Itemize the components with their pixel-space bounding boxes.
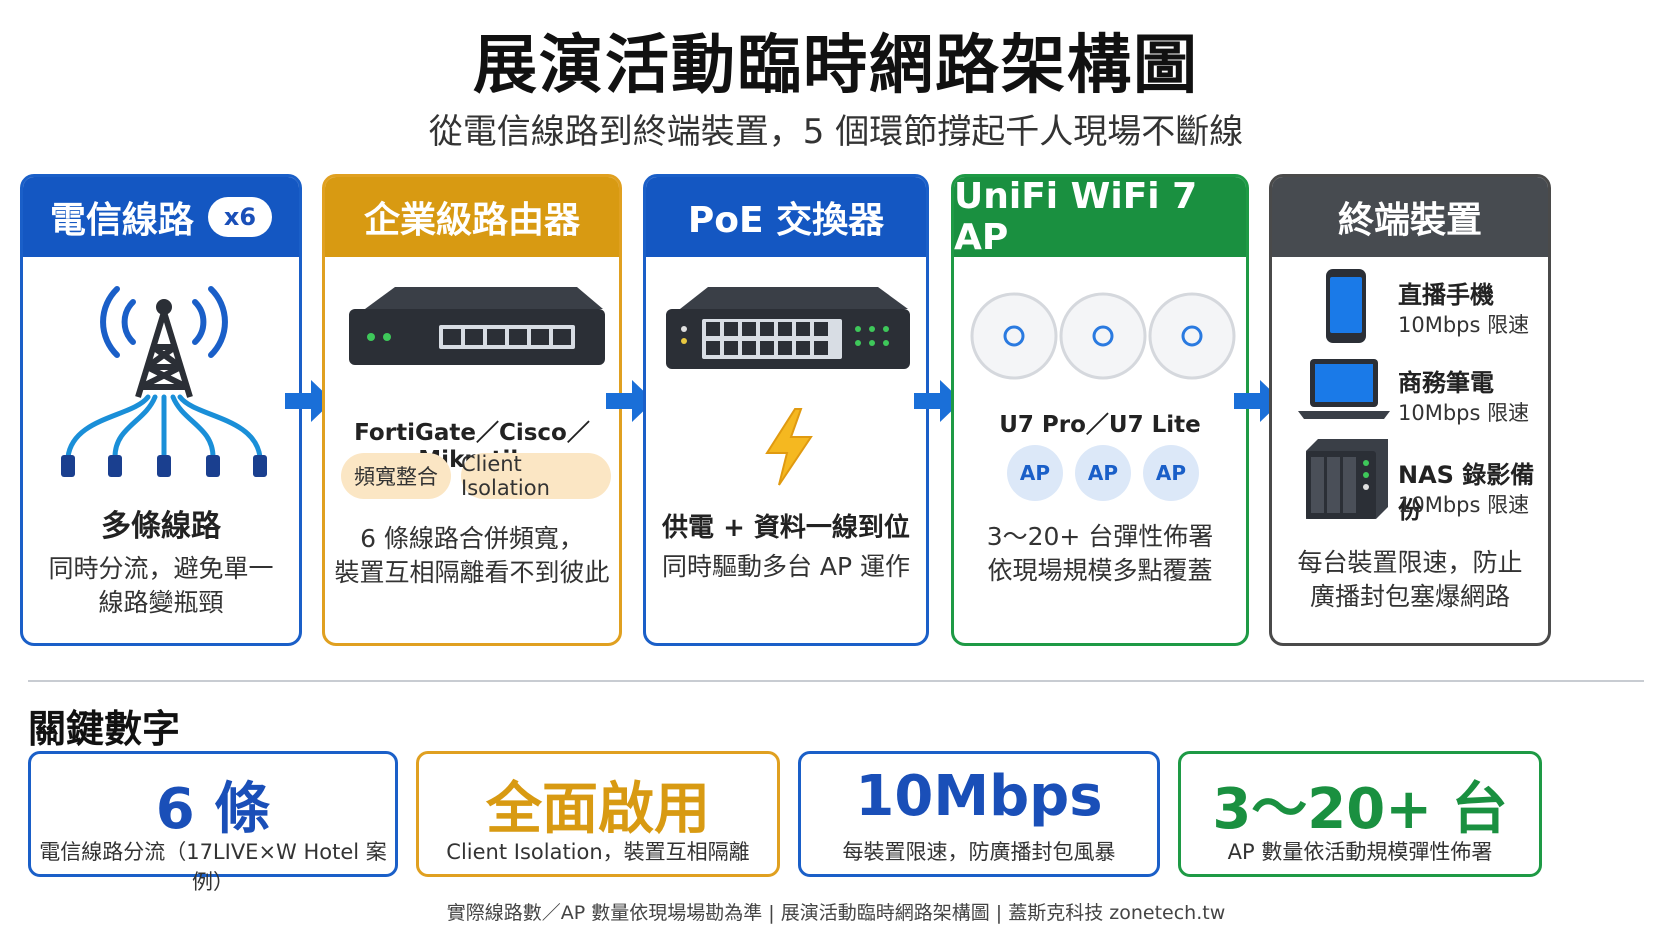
nas-icon <box>1306 439 1388 519</box>
line-count-badge: x6 <box>207 197 273 237</box>
key-number-isolation-desc: Client Isolation，裝置互相隔離 <box>446 840 750 864</box>
key-number-speed: 10Mbps 每裝置限速，防廣播封包風暴 <box>798 751 1160 877</box>
card-wifi-header: UniFi WiFi 7 AP <box>954 176 1246 258</box>
poe-desc: 同時驅動多台 AP 運作 <box>661 552 911 581</box>
device-phone-speed: 10Mbps 限速 <box>1398 313 1530 337</box>
key-number-lines: 6 條 電信線路分流（17LIVE×W Hotel 案例） <box>28 751 398 894</box>
card-router-title: 企業級路由器 <box>363 200 580 241</box>
section-divider <box>28 680 1644 682</box>
access-point-icon <box>970 292 1236 380</box>
lightning-icon <box>765 408 813 486</box>
ap-badge-1: AP <box>1007 445 1063 501</box>
router-desc-1: 6 條線路合併頻寬， <box>360 524 584 553</box>
key-number-speed-value: 10Mbps <box>855 764 1103 829</box>
telecom-desc-1: 同時分流，避免單一 <box>48 554 274 583</box>
key-number-ap: 3～20+ 台 AP 數量依活動規模彈性佈署 <box>1178 751 1542 877</box>
card-telecom-header: 電信線路 x6 <box>23 177 299 257</box>
key-numbers-title: 關鍵數字 <box>28 707 181 751</box>
key-number-lines-value: 6 條 <box>155 777 271 842</box>
key-number-isolation: 全面啟用 Client Isolation，裝置互相隔離 <box>416 751 780 877</box>
laptop-icon <box>1298 359 1390 419</box>
arrow-right-icon <box>285 380 333 422</box>
cell-tower-icon <box>61 286 267 477</box>
switch-icon <box>666 287 910 369</box>
devices-desc-1: 每台裝置限速，防止 <box>1297 548 1523 577</box>
telecom-label: 多條線路 <box>101 509 221 544</box>
key-number-speed-desc: 每裝置限速，防廣播封包風暴 <box>842 840 1116 864</box>
card-router-header: 企業級路由器 <box>325 177 619 257</box>
poe-label: 供電 + 資料一線到位 <box>662 513 910 543</box>
key-number-ap-value: 3～20+ 台 <box>1212 777 1508 842</box>
router-icon <box>349 287 605 365</box>
card-wifi-ap: UniFi WiFi 7 AP U7 Pro／U7 Lite AP AP AP … <box>951 174 1249 646</box>
key-number-ap-desc: AP 數量依活動規模彈性佈署 <box>1227 840 1493 864</box>
client-isolation-pill: Client Isolation <box>461 452 611 500</box>
card-telecom: 電信線路 x6 <box>20 174 302 646</box>
footer-note: 實際線路數／AP 數量依現場場勘為準 | 展演活動臨時網路架構圖 | 蓋斯克科技… <box>446 902 1226 924</box>
arrow-right-icon <box>914 380 962 422</box>
key-number-isolation-value: 全面啟用 <box>486 777 710 842</box>
card-telecom-title: 電信線路 <box>49 200 194 241</box>
router-desc-2: 裝置互相隔離看不到彼此 <box>334 558 610 587</box>
page-title: 展演活動臨時網路架構圖 <box>473 29 1199 103</box>
ap-badge-2: AP <box>1075 445 1131 501</box>
device-phone-name: 直播手機 <box>1398 281 1494 309</box>
ap-models: U7 Pro／U7 Lite <box>999 412 1201 438</box>
key-number-lines-desc: 電信線路分流（17LIVE×W Hotel 案例） <box>39 840 387 894</box>
card-devices: 終端裝置 直播手機 10Mbps 限速 商務筆電 10Mbps 限速 NAS 錄 <box>1269 174 1551 646</box>
card-poe-switch: PoE 交換器 供電 + 資料一線到位 <box>643 174 929 646</box>
device-laptop-speed: 10Mbps 限速 <box>1398 401 1530 425</box>
device-laptop-name: 商務筆電 <box>1398 369 1494 397</box>
phone-icon <box>1326 269 1366 343</box>
wifi-desc-1: 3～20+ 台彈性佈署 <box>986 522 1214 551</box>
telecom-desc-2: 線路變瓶頸 <box>98 588 224 617</box>
wifi-desc-2: 依現場規模多點覆蓋 <box>987 556 1213 585</box>
card-devices-title: 終端裝置 <box>1337 200 1482 241</box>
arrow-right-icon <box>606 380 654 422</box>
bandwidth-pill: 頻寬整合 <box>341 453 451 499</box>
card-devices-header: 終端裝置 <box>1272 177 1548 257</box>
card-router: 企業級路由器 FortiGate／Cisco／Mikrotik 頻寬整合 Cli… <box>322 174 622 646</box>
page-subtitle: 從電信線路到終端裝置，5 個環節撐起千人現場不斷線 <box>428 112 1244 152</box>
card-wifi-title: UniFi WiFi 7 AP <box>954 176 1198 258</box>
device-nas-speed: 10Mbps 限速 <box>1398 493 1530 517</box>
card-poe-title: PoE 交換器 <box>687 200 885 241</box>
ap-badge-3: AP <box>1143 445 1199 501</box>
card-poe-header: PoE 交換器 <box>646 177 926 257</box>
device-nas-name: NAS 錄影備份 <box>1398 461 1535 524</box>
devices-desc-2: 廣播封包塞爆網路 <box>1309 582 1510 611</box>
